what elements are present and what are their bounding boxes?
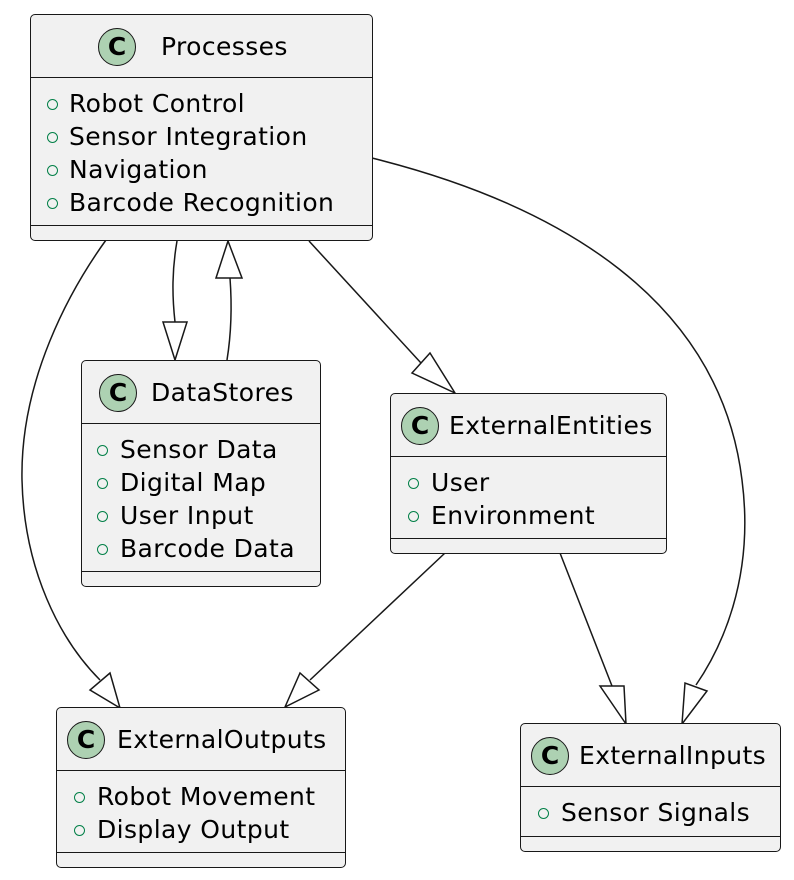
class-badge-icon: C bbox=[99, 374, 137, 412]
public-visibility-icon bbox=[47, 99, 58, 110]
edge-processes-to-externalinputs bbox=[371, 157, 746, 686]
public-visibility-icon bbox=[538, 808, 549, 819]
attribute-row: Display Output bbox=[57, 813, 345, 846]
public-visibility-icon bbox=[47, 165, 58, 176]
class-externaloutputs[interactable]: C ExternalOutputs Robot Movement Display… bbox=[56, 707, 346, 868]
public-visibility-icon bbox=[47, 132, 58, 143]
public-visibility-icon bbox=[74, 825, 85, 836]
attribute-row: Environment bbox=[391, 499, 666, 532]
attribute-row: Sensor Signals bbox=[521, 796, 780, 829]
class-name: DataStores bbox=[151, 378, 294, 407]
attribute-row: Sensor Data bbox=[82, 433, 320, 466]
attribute-row: Robot Control bbox=[31, 87, 372, 120]
attribute-row: Barcode Recognition bbox=[31, 186, 372, 219]
class-header: C ExternalOutputs bbox=[57, 708, 345, 771]
attribute-row: Sensor Integration bbox=[31, 120, 372, 153]
arrowhead-externalentities bbox=[410, 351, 457, 395]
class-externalinputs[interactable]: C ExternalInputs Sensor Signals bbox=[520, 723, 781, 852]
class-name: ExternalEntities bbox=[449, 411, 653, 440]
attribute-row: User bbox=[391, 466, 666, 499]
class-badge-icon: C bbox=[531, 737, 569, 775]
arrowhead-datastores bbox=[161, 321, 189, 363]
class-header: C DataStores bbox=[82, 361, 320, 424]
arrowhead-processes bbox=[214, 238, 244, 279]
class-attributes: Robot Control Sensor Integration Navigat… bbox=[31, 78, 372, 226]
class-header: C ExternalEntities bbox=[391, 394, 666, 457]
class-badge-icon: C bbox=[98, 28, 136, 66]
class-badge-icon: C bbox=[401, 407, 439, 445]
public-visibility-icon bbox=[47, 198, 58, 209]
edge-processes-to-externalentities bbox=[308, 240, 422, 364]
edge-processes-to-externaloutputs bbox=[21, 239, 107, 681]
attribute-row: Digital Map bbox=[82, 466, 320, 499]
class-attributes: Robot Movement Display Output bbox=[57, 771, 345, 853]
public-visibility-icon bbox=[97, 511, 108, 522]
class-attributes: Sensor Data Digital Map User Input Barco… bbox=[82, 424, 320, 572]
edge-externalentities-to-externalinputs bbox=[559, 552, 613, 687]
attribute-row: User Input bbox=[82, 499, 320, 532]
public-visibility-icon bbox=[97, 445, 108, 456]
class-externalentities[interactable]: C ExternalEntities User Environment bbox=[390, 393, 667, 554]
class-name: ExternalOutputs bbox=[117, 725, 327, 754]
class-header: C ExternalInputs bbox=[521, 724, 780, 787]
class-badge-icon: C bbox=[67, 721, 105, 759]
class-datastores[interactable]: C DataStores Sensor Data Digital Map Use… bbox=[81, 360, 321, 587]
arrowhead-externalinputs-left bbox=[598, 685, 627, 727]
public-visibility-icon bbox=[74, 792, 85, 803]
public-visibility-icon bbox=[97, 544, 108, 555]
public-visibility-icon bbox=[408, 511, 419, 522]
class-name: ExternalInputs bbox=[579, 741, 767, 770]
class-attributes: Sensor Signals bbox=[521, 787, 780, 837]
attribute-row: Robot Movement bbox=[57, 780, 345, 813]
public-visibility-icon bbox=[408, 478, 419, 489]
class-attributes: User Environment bbox=[391, 457, 666, 539]
attribute-row: Navigation bbox=[31, 153, 372, 186]
class-name: Processes bbox=[161, 32, 288, 61]
class-processes[interactable]: C Processes Robot Control Sensor Integra… bbox=[30, 14, 373, 241]
class-header: C Processes bbox=[31, 15, 372, 78]
arrowhead-externaloutputs-left bbox=[88, 671, 122, 710]
edge-externalentities-to-externaloutputs bbox=[309, 552, 446, 681]
arrowhead-externalinputs-right bbox=[681, 681, 709, 727]
attribute-row: Barcode Data bbox=[82, 532, 320, 565]
edge-processes-to-datastores bbox=[172, 240, 178, 323]
arrowhead-externaloutputs-right bbox=[283, 671, 321, 709]
edge-datastores-to-processes bbox=[226, 277, 232, 361]
public-visibility-icon bbox=[97, 478, 108, 489]
